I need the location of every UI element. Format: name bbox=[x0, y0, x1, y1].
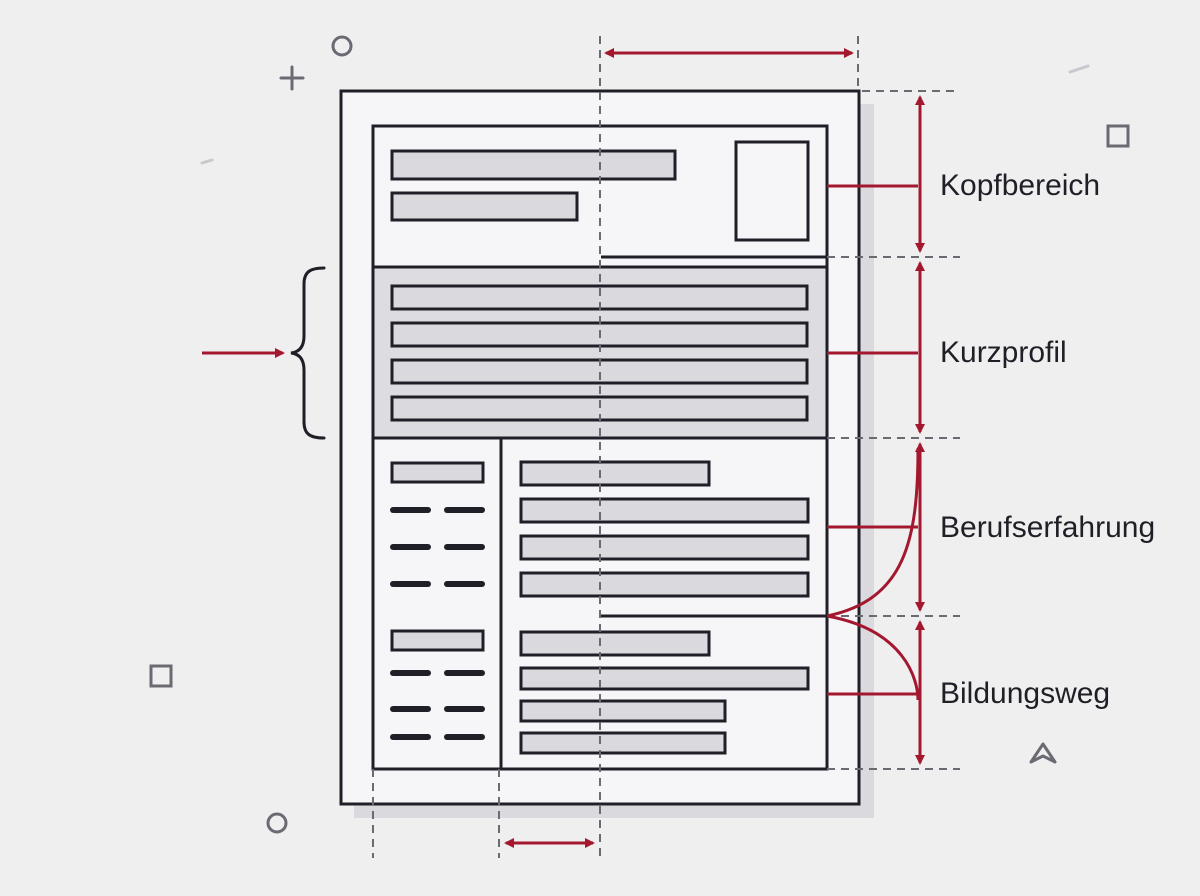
brace-icon bbox=[290, 266, 326, 440]
dash-mark bbox=[1068, 64, 1090, 74]
plus-icon bbox=[279, 65, 305, 91]
label-kurzprofil: Kurzprofil bbox=[940, 336, 1067, 369]
sidebar-placeholders bbox=[390, 461, 485, 652]
education-placeholders bbox=[519, 630, 810, 755]
circle-icon bbox=[266, 812, 288, 834]
label-berufserfahrung: Berufserfahrung bbox=[940, 511, 1156, 544]
square-icon bbox=[149, 664, 173, 688]
sidebar-dash-lines bbox=[390, 507, 485, 740]
photo-placeholder bbox=[734, 140, 810, 242]
experience-placeholders bbox=[519, 460, 810, 598]
measure-arrows bbox=[202, 48, 925, 848]
triangle-icon bbox=[1029, 742, 1057, 764]
label-bildungsweg: Bildungsweg bbox=[940, 677, 1111, 710]
dash-mark bbox=[200, 158, 214, 165]
leader-lines bbox=[826, 184, 920, 701]
header-placeholders bbox=[390, 149, 677, 222]
circle-icon bbox=[331, 35, 353, 57]
square-icon bbox=[1106, 124, 1130, 148]
guide-lines bbox=[372, 36, 960, 858]
label-kopfbereich: Kopfbereich bbox=[940, 169, 1101, 202]
